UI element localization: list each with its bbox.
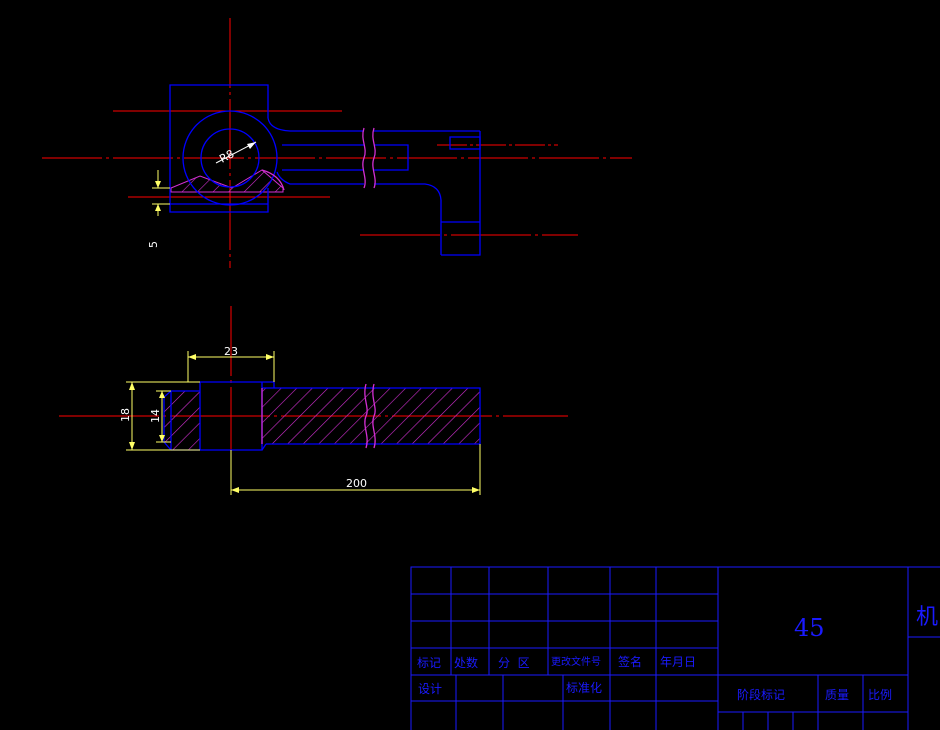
top-view-outline (169, 84, 481, 256)
label-standardization: 标准化 (566, 681, 602, 695)
label-signature: 签名 (618, 654, 642, 669)
hub-width-dimension: 23 (187, 345, 275, 382)
label-count: 处数 (454, 655, 478, 670)
top-view-break-lines (261, 127, 376, 191)
label-date: 年月日 (660, 655, 696, 669)
top-view-centerlines (42, 18, 632, 268)
inner-height-label: 14 (149, 409, 162, 423)
front-view-hatch-right (262, 388, 480, 444)
label-stage-mark: 阶段标记 (737, 687, 785, 702)
material-text: 45 (794, 614, 825, 642)
top-view: R8 5 (42, 18, 632, 268)
step-dimension: 5 (147, 170, 170, 248)
overall-length-label: 200 (346, 477, 367, 490)
front-view: 23 18 14 (59, 306, 568, 495)
outer-height-dimension: 18 (119, 381, 200, 451)
label-mark: 标记 (417, 656, 441, 670)
outer-height-label: 18 (119, 408, 132, 422)
drawing-title-text: 机 (916, 605, 938, 630)
hub-width-label: 23 (224, 345, 238, 358)
front-view-break-lines (261, 383, 376, 449)
label-design: 设计 (418, 682, 442, 696)
front-view-hatch-left (164, 391, 200, 450)
radius-leader: R8 (215, 141, 257, 166)
step-height-label: 5 (147, 241, 160, 248)
inner-height-dimension: 14 (149, 390, 171, 443)
label-mass: 质量 (825, 688, 849, 702)
radius-label: R8 (217, 147, 236, 165)
label-scale: 比例 (868, 688, 892, 702)
label-change-doc: 更改文件号 (551, 655, 601, 668)
title-block: 45 机 标记 处数 分 区 更改文件号 签名 年月日 设计 标准化 阶段标记 … (410, 566, 940, 730)
label-zone: 分 区 (498, 656, 530, 670)
overall-length-dimension: 200 (230, 444, 481, 495)
